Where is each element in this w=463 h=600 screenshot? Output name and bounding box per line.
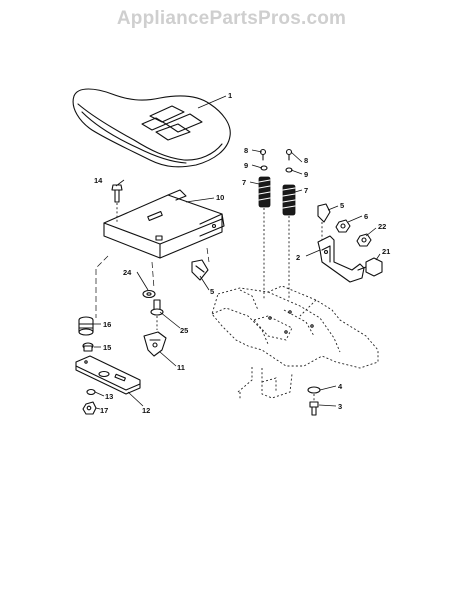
bolt-14 — [111, 184, 123, 222]
lever-11 — [143, 331, 167, 357]
align-line — [206, 247, 210, 263]
callout-7-right: 7 — [304, 186, 308, 195]
knob-21 — [357, 257, 383, 277]
watermark-text: AppliancePartsPros.com — [116, 8, 347, 29]
callout-21: 21 — [382, 247, 390, 256]
frame-outline — [211, 285, 379, 400]
nut-13 — [86, 388, 96, 396]
callout-5-lower: 5 — [210, 287, 214, 296]
callout-8-left: 8 — [244, 146, 248, 155]
callout-12: 12 — [142, 406, 150, 415]
align-line — [151, 261, 155, 289]
callout-13: 13 — [105, 392, 113, 401]
callout-14: 14 — [94, 176, 103, 185]
slide-plate-12 — [75, 355, 141, 395]
align-line — [95, 255, 109, 318]
spring-left — [258, 148, 271, 300]
washer-24 — [142, 289, 156, 299]
callout-1: 1 — [228, 91, 232, 100]
callout-22: 22 — [378, 222, 386, 231]
callout-8-right: 8 — [304, 156, 308, 165]
seat-pan — [103, 189, 225, 259]
clip-5-lower — [191, 259, 209, 281]
clip-5-upper — [317, 203, 331, 240]
callout-9-left: 9 — [244, 161, 248, 170]
callout-10: 10 — [216, 193, 224, 202]
callout-6: 6 — [364, 212, 368, 221]
nut-6 — [335, 219, 351, 233]
bolt-25 — [150, 299, 164, 330]
nut-17 — [82, 401, 97, 415]
callout-16: 16 — [103, 320, 111, 329]
callout-4: 4 — [338, 382, 343, 391]
nut-22 — [356, 233, 372, 247]
bracket-2 — [317, 235, 365, 283]
callout-24: 24 — [123, 268, 132, 277]
callout-3: 3 — [338, 402, 342, 411]
callout-25: 25 — [180, 326, 188, 335]
callout-11: 11 — [177, 363, 185, 372]
callout-5-upper: 5 — [340, 201, 344, 210]
spring-16 — [78, 316, 94, 336]
spring-right — [282, 148, 296, 300]
callout-2: 2 — [296, 253, 300, 262]
callout-17: 17 — [100, 406, 108, 415]
leader-lines — [93, 95, 381, 410]
washer-15 — [82, 342, 94, 352]
seat — [72, 88, 231, 168]
washer-4 — [307, 386, 321, 394]
callout-7-left: 7 — [242, 178, 246, 187]
callout-15: 15 — [103, 343, 111, 352]
callout-labels: 1 2 3 4 5 5 6 7 7 8 8 9 9 10 11 12 13 14… — [94, 91, 390, 415]
callout-9-right: 9 — [304, 170, 308, 179]
bolt-3 — [309, 394, 319, 416]
